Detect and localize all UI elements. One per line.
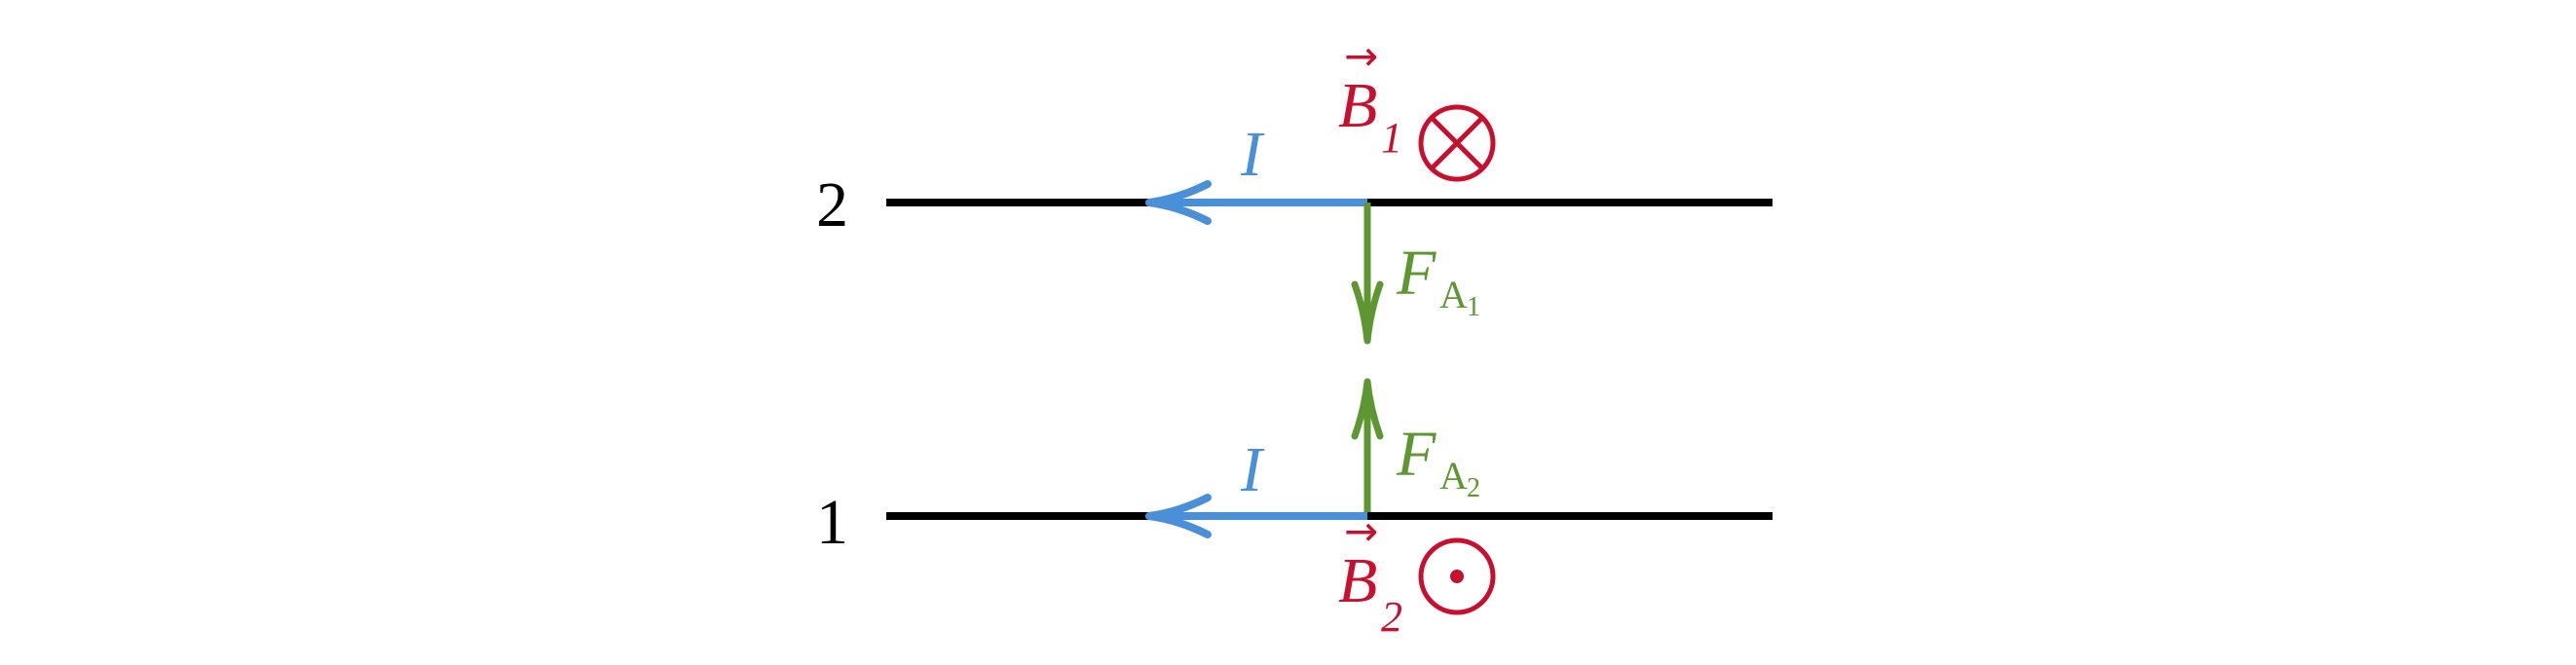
current-top-label: I: [1240, 119, 1265, 190]
force-fa1-sub-index: 1: [1467, 292, 1480, 322]
field-b1-subscript: 1: [1381, 114, 1402, 162]
force-fa1-sub-letter: A: [1439, 273, 1468, 316]
field-into-page-icon: [1418, 104, 1496, 182]
field-b2-vector-arrow: →: [1344, 507, 1378, 555]
wire-1-label: 1: [816, 487, 848, 558]
force-fa1-symbol: F: [1396, 238, 1437, 309]
wire-2-label: 2: [816, 169, 848, 240]
current-top-arrowhead: [1145, 180, 1212, 225]
force-fa1-arrowhead: [1351, 280, 1384, 345]
field-b1-vector-arrow: →: [1344, 32, 1378, 80]
current-bottom-label: I: [1240, 434, 1265, 505]
current-bottom-arrowhead: [1145, 494, 1212, 538]
force-fa2-arrowhead: [1351, 378, 1384, 440]
force-fa2-sub-letter: A: [1439, 454, 1468, 498]
field-b2-symbol: B: [1338, 545, 1377, 616]
field-b1-symbol: B: [1338, 70, 1377, 141]
force-fa2-symbol: F: [1396, 419, 1437, 490]
force-fa2-sub-index: 2: [1467, 473, 1480, 503]
field-b2-subscript: 2: [1381, 593, 1402, 641]
field-out-of-page-icon: [1418, 537, 1496, 615]
